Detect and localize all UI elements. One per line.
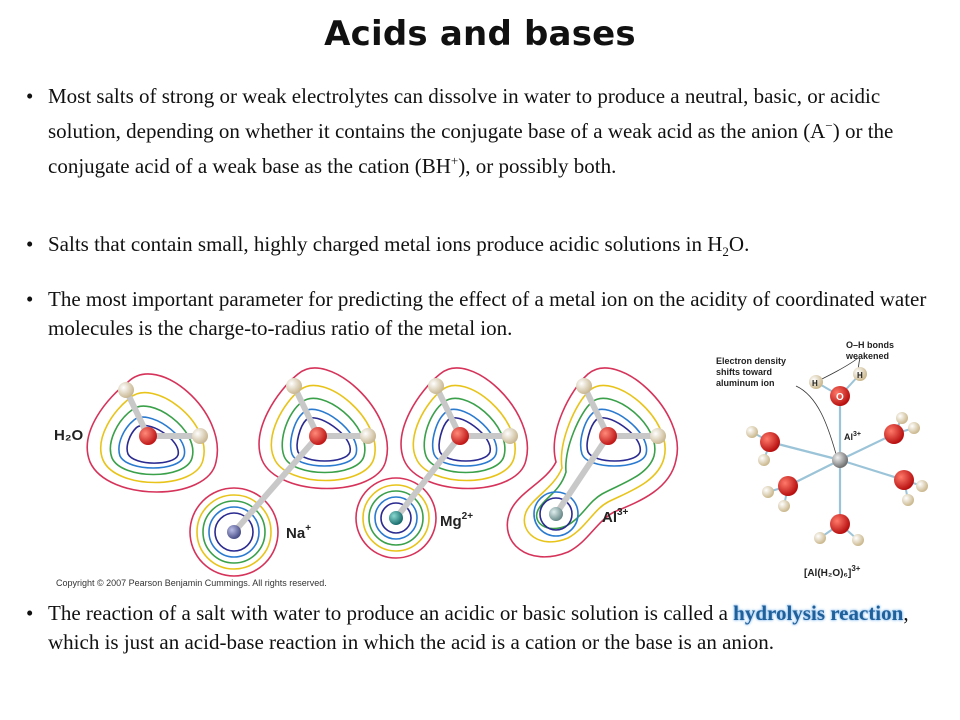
text-run: ) or the conjugate acid of a weak base a…: [48, 119, 894, 178]
label-h: H: [857, 371, 863, 380]
bullet-text: Salts that contain small, highly charged…: [26, 230, 951, 266]
bullet-salts-dissolve: • Most salts of strong or weak electroly…: [26, 82, 951, 181]
bullet-hydrolysis: • The reaction of a salt with water to p…: [26, 599, 951, 657]
text-run: ), or possibly both.: [458, 154, 617, 178]
subscript: 2: [722, 244, 729, 260]
label-water: H₂O: [54, 427, 83, 444]
water-sodium-complex: [189, 367, 389, 577]
bullet-charge-radius: • The most important parameter for predi…: [26, 285, 951, 343]
water-aluminum-complex: [506, 367, 679, 558]
water-molecule-free: [86, 373, 219, 493]
superscript: +: [450, 153, 459, 168]
bullet-dot: •: [26, 287, 34, 311]
bullet-dot: •: [26, 232, 34, 256]
hydrogen-atom: [809, 375, 823, 389]
text-run: , which is just an acid-base reaction in…: [48, 601, 909, 654]
text-run: Salts that contain small, highly charged…: [48, 232, 723, 256]
label-oh-bonds: O–H bonds weakened: [845, 340, 897, 361]
bullet-dot: •: [26, 601, 34, 625]
label-electron-density: Electron density shifts toward aluminum …: [716, 356, 789, 388]
oxygen-atom: [830, 386, 850, 406]
hexaaqua-aluminum-figure: Electron density shifts toward aluminum …: [716, 340, 928, 579]
text-run: O.: [728, 232, 750, 256]
bullet-text: The most important parameter for predict…: [48, 287, 927, 340]
text-run: The reaction of a salt with water to pro…: [48, 601, 728, 625]
superscript: −: [825, 118, 833, 133]
text-run: Most salts of strong or weak electrolyte…: [48, 84, 881, 143]
aluminum-atom: [832, 452, 848, 468]
bullet-text: The reaction of a salt with water to pro…: [26, 599, 951, 657]
label-al-ion: Al3+: [844, 431, 861, 442]
bullet-dot: •: [26, 84, 34, 108]
water-magnesium-complex: [355, 367, 529, 559]
copyright-text: Copyright © 2007 Pearson Benjamin Cummin…: [56, 578, 327, 588]
bullet-metal-ions: • Salts that contain small, highly charg…: [26, 230, 951, 266]
label-h: H: [812, 379, 818, 388]
label-aluminum: Al3+: [602, 507, 629, 526]
octahedral-bonds: [769, 396, 905, 524]
label-o: O: [836, 392, 844, 403]
bullet-text: Most salts of strong or weak electrolyte…: [26, 82, 951, 181]
hydrogen-atom: [853, 367, 867, 381]
label-sodium: Na+: [286, 523, 311, 542]
hydrolysis-reaction-term: hydrolysis reaction: [733, 601, 904, 625]
label-complex-formula: [Al(H₂O)₆]3+: [804, 564, 861, 579]
page-title: Acids and bases: [324, 14, 636, 54]
label-magnesium: Mg2+: [440, 511, 473, 530]
electron-density-figure: H₂O Na+: [54, 367, 679, 588]
